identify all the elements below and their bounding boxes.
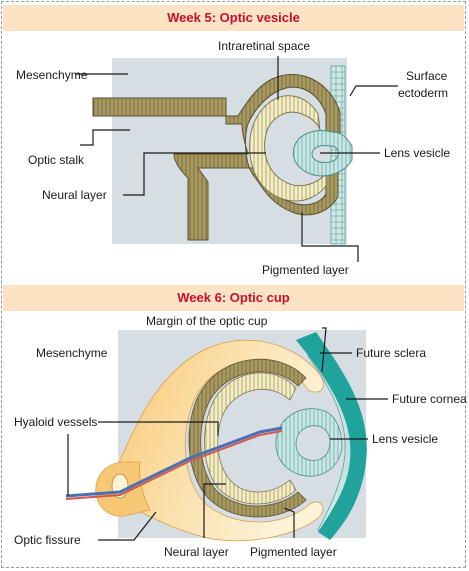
future-sclera-shape xyxy=(296,332,367,540)
neural-layer-shape xyxy=(249,95,327,202)
pigmented-layer-w6 xyxy=(188,358,307,518)
lens-vesicle-w6 xyxy=(275,408,343,477)
lens-vesicle-shape xyxy=(292,130,353,177)
leader-pigmented-layer xyxy=(301,212,359,262)
label-future-cornea: Future cornea xyxy=(392,392,467,406)
leader-hyaloid-vessels xyxy=(98,421,219,436)
label-intraretinal-space: Intraretinal space xyxy=(218,39,310,53)
leader-margin-optic-cup xyxy=(321,327,327,373)
hyaloid-vessel-red xyxy=(65,430,283,500)
week6-diagram: Margin of the optic cup Mesenchyme Futur… xyxy=(14,314,467,559)
label-pigmented-layer-w5: Pigmented layer xyxy=(262,263,349,277)
label-optic-stalk: Optic stalk xyxy=(28,153,85,167)
label-neural-layer-w5: Neural layer xyxy=(42,188,107,202)
hyaloid-vessel-blue xyxy=(65,426,283,498)
leader-pigmented-layer-w6 xyxy=(283,507,295,538)
label-neural-layer-w6: Neural layer xyxy=(164,545,229,559)
label-future-sclera: Future sclera xyxy=(356,346,426,360)
neural-layer-w6 xyxy=(204,372,297,505)
week5-diagram: Mesenchyme Intraretinal space Surface ec… xyxy=(16,39,450,277)
label-mesenchyme-w5: Mesenchyme xyxy=(16,68,88,82)
leader-neural-layer xyxy=(123,152,266,196)
label-mesenchyme-w6: Mesenchyme xyxy=(36,346,108,360)
panel-title-week6: Week 6: Optic cup xyxy=(3,285,464,311)
leader-optic-stalk xyxy=(80,129,130,146)
label-lens-vesicle-w6: Lens vesicle xyxy=(372,432,438,446)
panel-title-week5: Week 5: Optic vesicle xyxy=(3,5,464,31)
label-surface-2: ectoderm xyxy=(398,86,448,100)
optic-cup-body xyxy=(111,339,324,542)
leader-neural-layer-w6 xyxy=(203,483,226,538)
label-lens-vesicle-w5: Lens vesicle xyxy=(384,146,450,160)
label-pigmented-layer-w6: Pigmented layer xyxy=(250,545,337,559)
leader-surface-ectoderm xyxy=(349,85,398,97)
leader-optic-fissure xyxy=(98,511,157,541)
label-margin-optic-cup: Margin of the optic cup xyxy=(146,314,268,328)
pigmented-layer-shape xyxy=(92,74,341,241)
label-optic-fissure: Optic fissure xyxy=(14,533,81,547)
label-surface-1: Surface xyxy=(406,69,448,83)
label-hyaloid-vessels: Hyaloid vessels xyxy=(14,415,97,429)
